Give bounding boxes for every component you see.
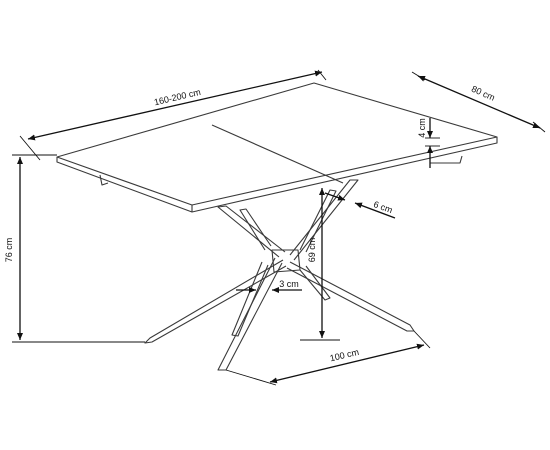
dim-length: 160-200 cm [19,69,327,161]
label-leg-width: 6 cm [372,199,394,215]
label-top-thickness: 4 cm [417,118,427,138]
label-base-length: 100 cm [329,347,360,363]
dim-leg-thickness: 3 cm [236,279,302,293]
table-top [56,82,498,213]
dim-top-thickness: 4 cm [417,118,440,168]
dim-depth: 80 cm [411,71,546,133]
label-leg-thickness: 3 cm [279,279,299,289]
dim-leg-height: 69 cm [300,188,340,341]
label-length: 160-200 cm [153,87,202,107]
dim-base-length: 100 cm [225,330,431,386]
label-total-height: 76 cm [4,238,14,263]
dim-leg-width: 6 cm [324,192,396,219]
label-leg-height: 69 cm [307,238,317,263]
dim-total-height: 76 cm [4,154,145,343]
extension-seam [211,124,344,184]
